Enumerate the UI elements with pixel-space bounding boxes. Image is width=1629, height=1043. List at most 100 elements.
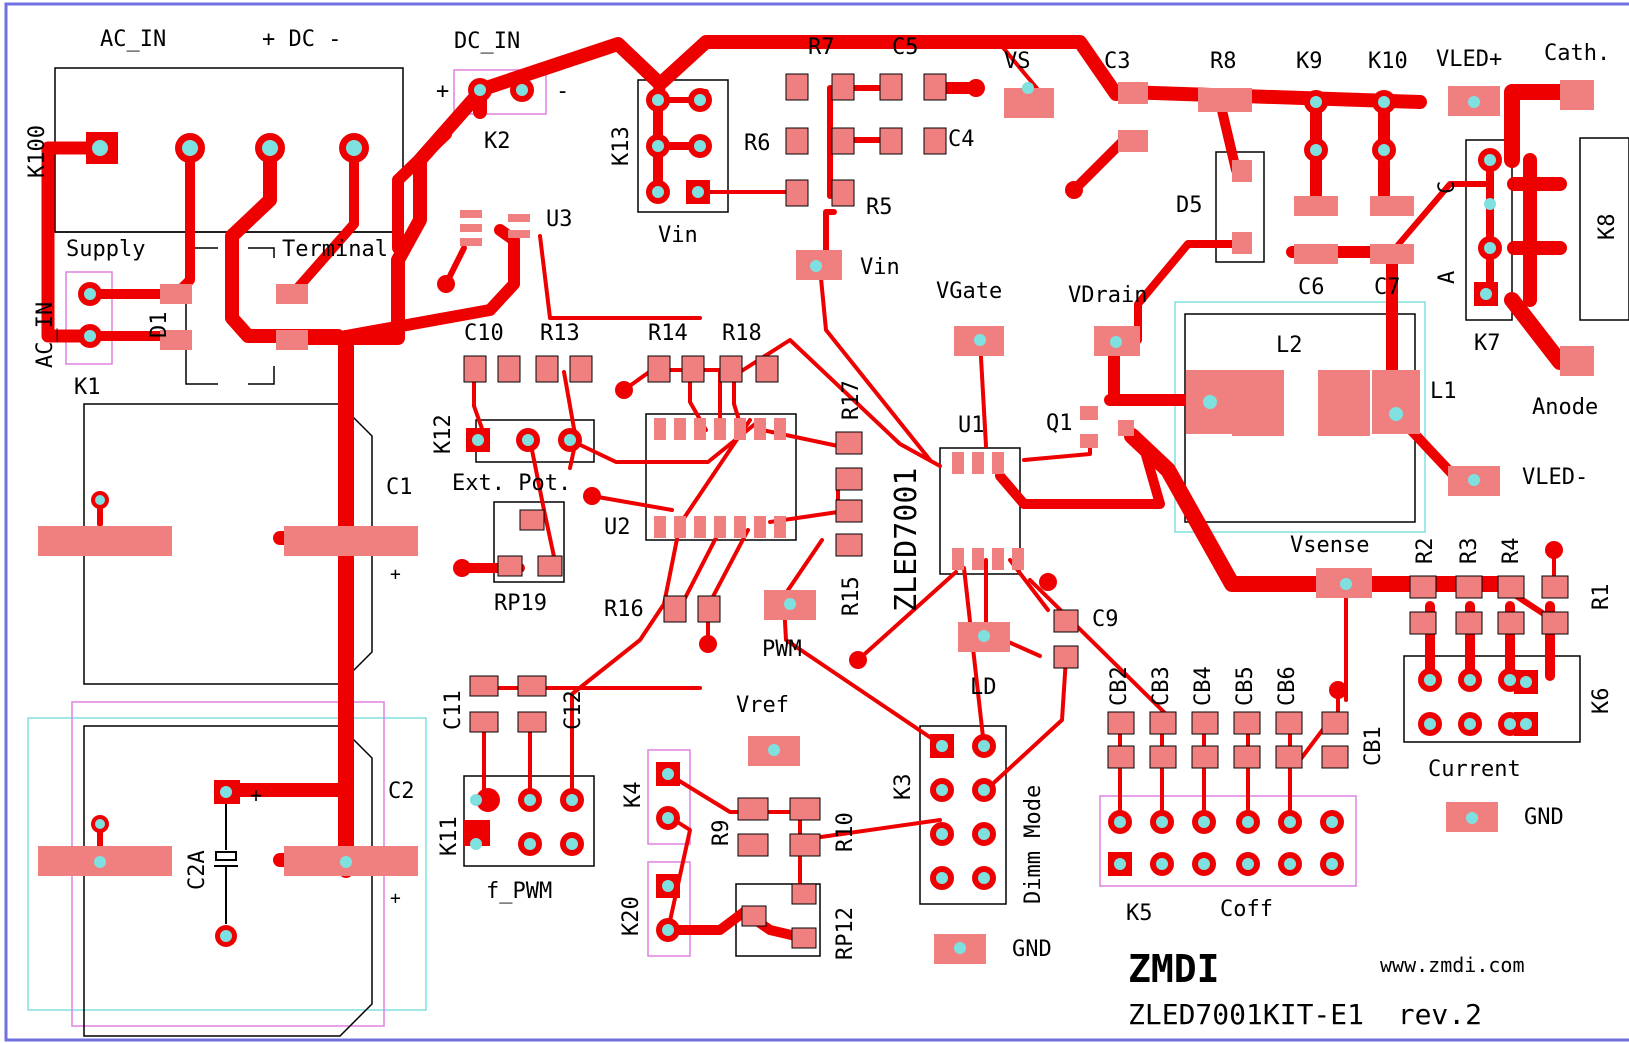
r15-pad-1	[835, 499, 863, 523]
vsense-label: Vsense	[1290, 533, 1369, 558]
c9-pad-1	[1053, 609, 1079, 633]
k7-a-label: A	[1435, 271, 1460, 284]
k8-outline	[1579, 137, 1629, 321]
c10-label: C10	[464, 321, 504, 346]
k20-label: K20	[619, 896, 644, 936]
r15-pad-2	[835, 533, 863, 557]
r10-pad-2	[789, 833, 821, 857]
c12-pad-2	[517, 711, 547, 733]
r17-label: R17	[839, 380, 864, 420]
c9-label: C9	[1092, 607, 1119, 632]
r5-pad-2	[831, 179, 855, 207]
u1-pin	[952, 548, 964, 570]
ac-in-side-label: AC_IN	[33, 302, 58, 368]
c3-pad-2	[1118, 130, 1148, 152]
k7-c-label: C	[1435, 181, 1460, 194]
u2-pin	[754, 418, 766, 440]
dc-in-label: DC_IN	[454, 29, 520, 54]
r4-label: R4	[1499, 538, 1524, 565]
silkscreen-labels: AC_IN + DC - DC_IN K100 AC_IN K1 D1 Supp…	[25, 27, 1620, 962]
d1-pad-1	[160, 284, 192, 304]
u2-pin	[774, 516, 786, 538]
terminal-label: Terminal	[282, 237, 388, 262]
k7-outline	[1465, 139, 1513, 321]
cb2-pad-1	[1107, 711, 1135, 735]
r18-pad-1	[719, 355, 743, 383]
cb3-pad-2	[1149, 745, 1177, 769]
anode-label: Anode	[1532, 395, 1598, 420]
cb5-pad-2	[1233, 745, 1261, 769]
k5-label: K5	[1126, 901, 1153, 926]
u3-pad-1	[460, 210, 482, 218]
gnd-bottom-label: GND	[1012, 937, 1052, 962]
trace-u2-left	[590, 494, 674, 512]
l2-pad-2	[1318, 370, 1370, 436]
c12-label: C12	[561, 690, 586, 730]
cb5-pad-1	[1233, 711, 1261, 735]
rp19-outline	[493, 501, 565, 583]
coff-label: Coff	[1220, 897, 1273, 922]
cb1-pad-2	[1321, 745, 1349, 769]
trace-dc-minus	[277, 143, 359, 295]
cb4-pad-1	[1191, 711, 1219, 735]
trace-r8-d5	[1215, 97, 1241, 175]
trace-u1-cb4	[1028, 578, 1174, 722]
u2-pin	[674, 516, 686, 538]
trace-u2-r16b	[680, 528, 722, 606]
rp19-label: RP19	[494, 591, 547, 616]
l2-outline	[1174, 301, 1426, 533]
r16-pad-1	[663, 595, 687, 623]
c6-pad-2	[1294, 244, 1338, 264]
d1-pad-2	[160, 330, 192, 350]
r6-pad-1	[785, 127, 809, 155]
trace-c-k11	[482, 718, 532, 798]
c2-body	[83, 725, 373, 1037]
k9-label: K9	[1296, 49, 1323, 74]
r1-pad-1	[1541, 575, 1569, 599]
k10-label: K10	[1368, 49, 1408, 74]
c5-pad-1	[879, 73, 903, 101]
r10-pad-1	[789, 797, 821, 821]
r3-label: R3	[1457, 538, 1482, 565]
k4-outline	[647, 749, 691, 845]
ic-marking: ZLED7001	[889, 468, 924, 613]
vled-plus-label: VLED+	[1436, 47, 1502, 72]
r16-pad-2	[697, 595, 721, 623]
vin-k13-label: Vin	[658, 223, 698, 248]
k3-outline	[919, 725, 1007, 905]
smd-pads	[38, 80, 1594, 964]
r14-label: R14	[648, 321, 688, 346]
trace-vs	[998, 42, 1042, 94]
r6-label: R6	[744, 131, 771, 156]
u1-pin	[992, 452, 1004, 474]
cb3-label: CB3	[1149, 666, 1174, 706]
c11-label: C11	[441, 690, 466, 730]
dimm-mode-label: Dimm Mode	[1021, 785, 1046, 904]
trace-k4-r9	[666, 772, 802, 814]
chip-components	[463, 73, 1569, 949]
c2a-label: C2A	[185, 850, 210, 890]
q1-pad-b	[1080, 434, 1098, 448]
k20-outline	[647, 861, 691, 957]
r5-pad-1	[785, 179, 809, 207]
trace-c3-gnd	[1069, 135, 1129, 195]
c2-plus-label: +	[390, 888, 401, 909]
c2-keepout	[27, 717, 427, 1011]
vin-tp-label: Vin	[860, 255, 900, 280]
trace-vled-plus	[1117, 85, 1427, 109]
c6-pad-1	[1294, 196, 1338, 216]
trace-u2-c12	[570, 418, 752, 798]
trace-r15-pwm	[782, 538, 824, 598]
q1-label: Q1	[1046, 411, 1073, 436]
trace-r-stack	[823, 85, 837, 269]
trace-supply-main	[283, 85, 487, 345]
k100-label: K100	[25, 125, 50, 178]
d1-pad-4	[276, 330, 308, 350]
u1-pin	[952, 452, 964, 474]
board-title: ZMDI	[1128, 947, 1220, 991]
l1-pad-2	[1372, 370, 1420, 434]
rp12-pad-3	[791, 927, 817, 949]
r4-pad-2	[1497, 611, 1525, 635]
cb6-label: CB6	[1275, 666, 1300, 706]
